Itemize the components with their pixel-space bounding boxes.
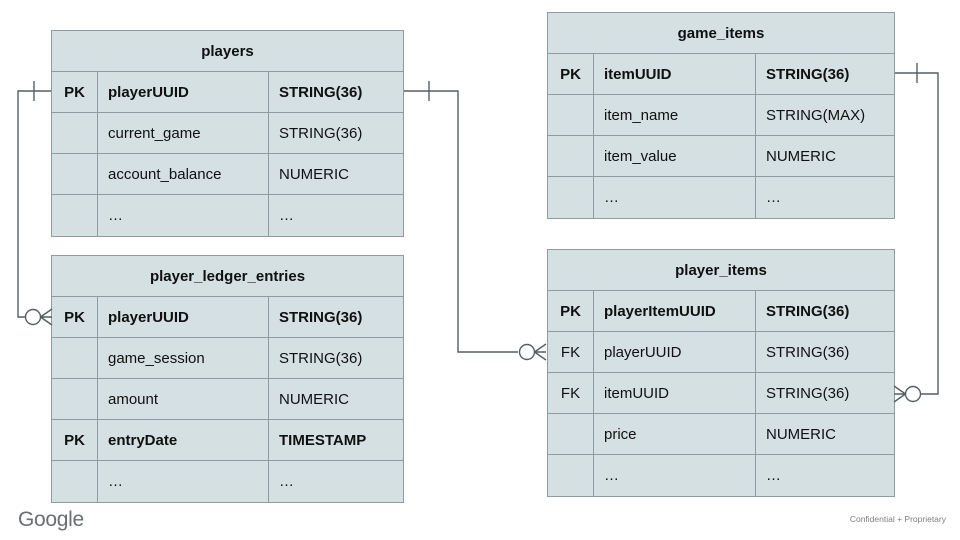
row-data-type: STRING(36)	[279, 124, 363, 142]
entity-player-items[interactable]: player_items PK playerItemUUID STRING(36…	[547, 249, 895, 497]
table-row[interactable]: account_balance NUMERIC	[52, 154, 403, 195]
table-row[interactable]: … …	[52, 195, 403, 236]
row-key	[52, 113, 98, 153]
table-row[interactable]: … …	[52, 461, 403, 502]
row-data-type: STRING(36)	[766, 384, 850, 402]
row-data-type: STRING(MAX)	[766, 106, 866, 124]
row-data-type: STRING(36)	[766, 65, 850, 83]
row-data-type: NUMERIC	[766, 425, 836, 443]
row-data-type: TIMESTAMP	[279, 431, 367, 449]
connector-players-to-ledger[interactable]	[17, 81, 53, 326]
row-column: current_game	[98, 113, 269, 153]
cardinality-zero-circle-icon	[24, 308, 42, 326]
row-column: itemUUID	[594, 54, 756, 94]
row-column: entryDate	[98, 420, 269, 460]
google-logo: Google	[18, 508, 84, 531]
confidential-notice: Confidential + Proprietary	[849, 514, 946, 524]
row-key	[548, 414, 594, 454]
row-data-type: …	[279, 207, 294, 224]
row-key	[548, 95, 594, 135]
row-key: PK	[52, 297, 98, 337]
row-key: PK	[548, 291, 594, 331]
table-row[interactable]: PK playerItemUUID STRING(36)	[548, 291, 894, 332]
row-key	[548, 455, 594, 496]
row-column: account_balance	[98, 154, 269, 194]
row-column: item_value	[594, 136, 756, 176]
row-key	[52, 195, 98, 236]
row-data-type: STRING(36)	[766, 302, 850, 320]
table-row[interactable]: FK itemUUID STRING(36)	[548, 373, 894, 414]
row-key: PK	[52, 72, 98, 112]
table-row[interactable]: … …	[548, 177, 894, 218]
table-row[interactable]: PK playerUUID STRING(36)	[52, 72, 403, 113]
row-key	[548, 177, 594, 218]
cardinality-zero-circle-icon	[904, 385, 922, 403]
row-data-type: NUMERIC	[279, 390, 349, 408]
row-data-type: STRING(36)	[279, 83, 363, 101]
row-data-type: STRING(36)	[766, 343, 850, 361]
cardinality-many-crowsfoot-icon	[534, 343, 547, 361]
table-row[interactable]: PK entryDate TIMESTAMP	[52, 420, 403, 461]
entity-player-ledger-entries[interactable]: player_ledger_entries PK playerUUID STRI…	[51, 255, 404, 503]
table-row[interactable]: PK playerUUID STRING(36)	[52, 297, 403, 338]
table-row[interactable]: amount NUMERIC	[52, 379, 403, 420]
row-data-type: STRING(36)	[279, 308, 363, 326]
table-row[interactable]: item_name STRING(MAX)	[548, 95, 894, 136]
row-column: …	[98, 461, 269, 502]
row-key: PK	[52, 420, 98, 460]
row-key: FK	[548, 332, 594, 372]
row-column: item_name	[594, 95, 756, 135]
entity-title: game_items	[548, 13, 894, 54]
row-column: playerUUID	[594, 332, 756, 372]
row-column: playerUUID	[98, 297, 269, 337]
cardinality-many-crowsfoot-icon	[893, 385, 906, 403]
row-data-type: NUMERIC	[766, 147, 836, 165]
row-key	[548, 136, 594, 176]
row-key: PK	[548, 54, 594, 94]
table-row[interactable]: game_session STRING(36)	[52, 338, 403, 379]
entity-players[interactable]: players PK playerUUID STRING(36) current…	[51, 30, 404, 237]
entity-title: player_items	[548, 250, 894, 291]
connector-game-items-to-player-items[interactable]	[893, 63, 939, 403]
row-key: FK	[548, 373, 594, 413]
row-column: playerUUID	[98, 72, 269, 112]
table-row[interactable]: price NUMERIC	[548, 414, 894, 455]
row-column: …	[98, 195, 269, 236]
connector-players-to-player-items[interactable]	[404, 81, 547, 361]
row-data-type: …	[766, 467, 781, 484]
entity-title: players	[52, 31, 403, 72]
row-column: amount	[98, 379, 269, 419]
row-key	[52, 154, 98, 194]
table-row[interactable]: item_value NUMERIC	[548, 136, 894, 177]
row-data-type: STRING(36)	[279, 349, 363, 367]
row-key	[52, 379, 98, 419]
row-data-type: …	[766, 189, 781, 206]
table-row[interactable]: current_game STRING(36)	[52, 113, 403, 154]
row-key	[52, 338, 98, 378]
connector-line	[404, 90, 518, 353]
row-column: price	[594, 414, 756, 454]
row-column: …	[594, 455, 756, 496]
row-column: game_session	[98, 338, 269, 378]
connector-line	[895, 72, 939, 395]
entity-title: player_ledger_entries	[52, 256, 403, 297]
table-row[interactable]: … …	[548, 455, 894, 496]
row-data-type: NUMERIC	[279, 165, 349, 183]
row-column: playerItemUUID	[594, 291, 756, 331]
row-column: …	[594, 177, 756, 218]
row-key	[52, 461, 98, 502]
table-row[interactable]: FK playerUUID STRING(36)	[548, 332, 894, 373]
row-column: itemUUID	[594, 373, 756, 413]
table-row[interactable]: PK itemUUID STRING(36)	[548, 54, 894, 95]
connector-line	[17, 90, 51, 318]
cardinality-zero-circle-icon	[518, 343, 536, 361]
row-data-type: …	[279, 473, 294, 490]
entity-game-items[interactable]: game_items PK itemUUID STRING(36) item_n…	[547, 12, 895, 219]
